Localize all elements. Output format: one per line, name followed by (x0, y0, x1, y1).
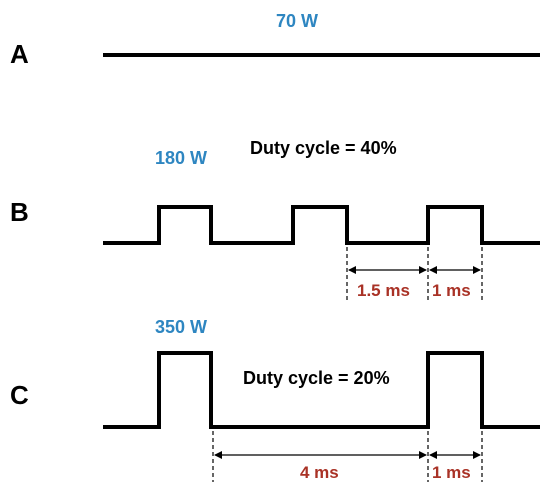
row-c-label: C (10, 380, 29, 410)
row-b-duty-cycle: Duty cycle = 40% (250, 138, 397, 158)
row-a-power-label: 70 W (276, 11, 318, 31)
row-c-off-time-label: 4 ms (300, 463, 339, 482)
row-a: A 70 W (10, 11, 540, 69)
row-c-on-time-label: 1 ms (432, 463, 471, 482)
row-b-waveform (103, 205, 540, 245)
row-b-off-time-label: 1.5 ms (357, 281, 410, 300)
row-b-power-label: 180 W (155, 148, 207, 168)
row-b-on-time-label: 1 ms (432, 281, 471, 300)
row-c-waveform (103, 351, 540, 429)
row-c-power-label: 350 W (155, 317, 207, 337)
row-b: B 180 W Duty cycle = 40% 1.5 ms 1 ms (10, 138, 540, 300)
row-b-label: B (10, 197, 29, 227)
row-a-label: A (10, 39, 29, 69)
row-c-duty-cycle: Duty cycle = 20% (243, 368, 390, 388)
row-c: C 350 W Duty cycle = 20% 4 ms 1 ms (10, 317, 540, 482)
